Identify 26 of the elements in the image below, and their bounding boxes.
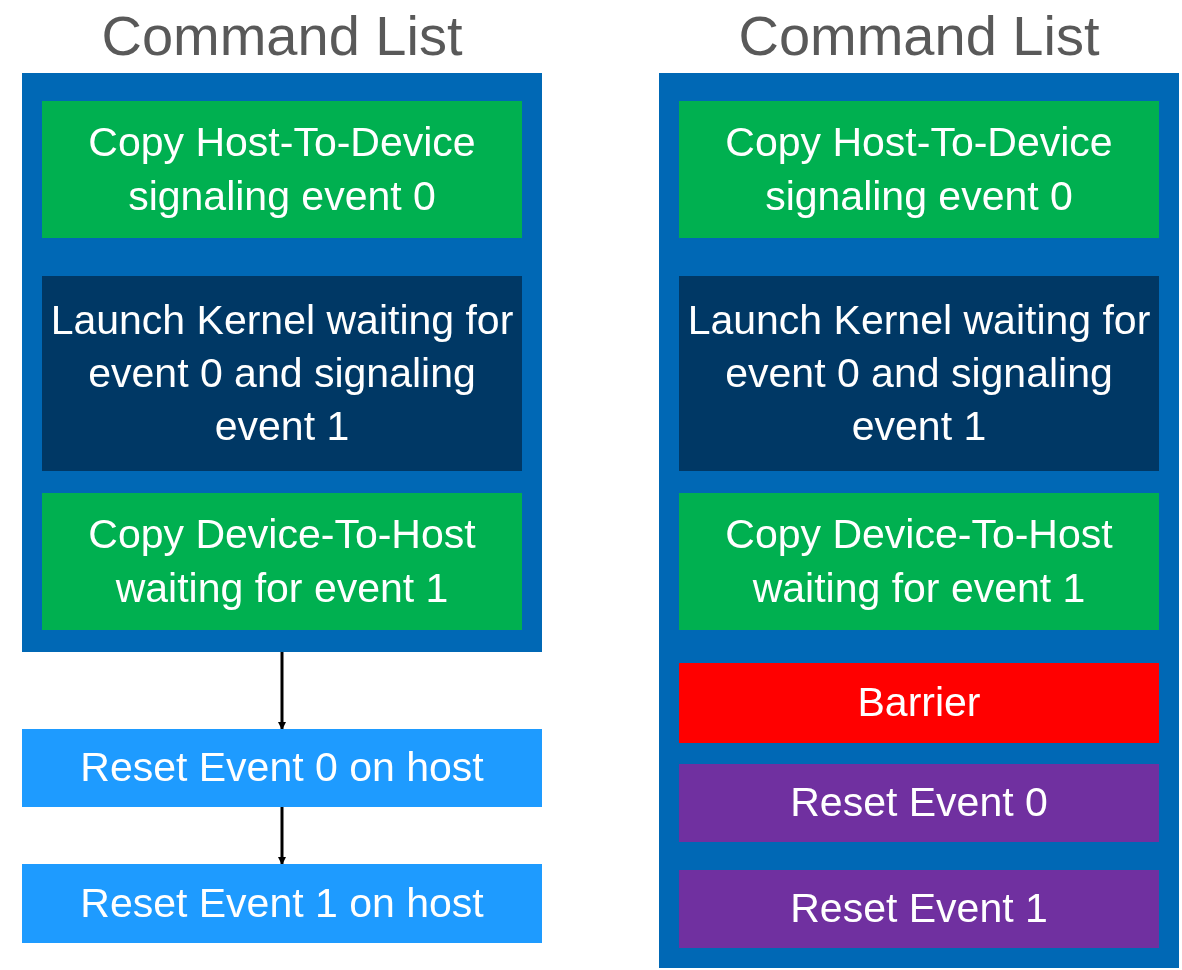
- command-text: Launch Kernel waiting for event 0 and signaling event 1: [49, 295, 515, 452]
- command-text: Reset Event 1: [790, 884, 1048, 934]
- arrow: [278, 807, 286, 865]
- command-text: Reset Event 0: [790, 778, 1048, 828]
- command-box: [42, 493, 522, 630]
- command-box: [679, 663, 1159, 743]
- command-text: Copy Host-To-Device signaling event 0: [724, 118, 1114, 221]
- command-text: Copy Device-To-Host waiting for event 1: [724, 510, 1114, 613]
- panel-title: Command List: [100, 5, 464, 67]
- command-box: [679, 764, 1159, 842]
- panel-title: Command List: [737, 5, 1101, 67]
- command-box: [679, 493, 1159, 630]
- command-text: Launch Kernel waiting for event 0 and signaling event 1: [686, 295, 1152, 452]
- command-text: Reset Event 0 on host: [80, 743, 484, 793]
- command-box: [42, 276, 522, 471]
- command-box: [679, 870, 1159, 948]
- command-box: [22, 864, 542, 943]
- arrow: [278, 652, 286, 730]
- command-box: [679, 276, 1159, 471]
- command-box: [679, 101, 1159, 238]
- command-text: Copy Device-To-Host waiting for event 1: [87, 510, 477, 613]
- command-box: [42, 101, 522, 238]
- command-text: Barrier: [857, 678, 981, 728]
- command-text: Copy Host-To-Device signaling event 0: [87, 118, 477, 221]
- command-box: [22, 729, 542, 807]
- command-text: Reset Event 1 on host: [80, 878, 484, 928]
